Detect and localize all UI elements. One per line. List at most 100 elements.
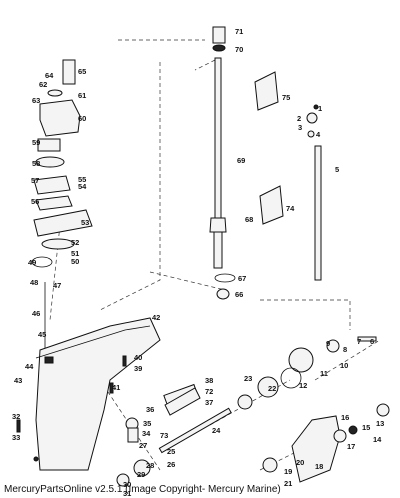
callout: 54 [78,182,87,191]
callout: 35 [143,419,151,428]
callout: 15 [362,423,370,432]
propeller-tab-washer [376,403,390,417]
callout: 53 [81,218,89,227]
gear-housing [33,317,161,471]
callout: 44 [25,362,34,371]
reverse-gear [257,376,279,398]
callout: 69 [237,156,245,165]
callout: 49 [28,258,36,267]
anti-cavitation-plate [35,325,151,359]
callout: 36 [146,405,154,414]
pump-grommet [47,89,63,97]
callout: 5 [335,165,339,174]
callout: 4 [316,130,321,139]
callout: 47 [53,281,61,290]
callout: 75 [282,93,290,102]
callout: 37 [205,398,213,407]
callout: 6 [370,337,374,346]
callout: 65 [78,67,86,76]
callout: 41 [112,383,120,392]
forward-bearing [116,473,130,487]
carrier-bolt [357,336,377,342]
callout: 23 [244,374,252,383]
driveshaft [214,57,222,221]
propeller [291,415,341,483]
gear-housing-screw-44 [33,456,39,462]
callout: 39 [134,364,142,373]
callout: 30 [123,480,131,489]
driveshaft-pinion-gear [209,217,227,233]
image-caption: MercuryPartsOnline v2.5.1 (Image Copyrig… [4,484,281,495]
oil-seal-carrier [41,238,75,250]
clutch-dog [237,394,253,410]
gear-housing-drain-plug [44,356,54,364]
gear-housing-body [35,317,161,471]
callout: 11 [320,369,328,378]
pump-insert [37,138,61,152]
callout: 14 [373,435,382,444]
seal-kit-box-74 [259,185,284,225]
callout: 13 [376,419,384,428]
parts-kits [254,71,284,225]
callout: 67 [238,274,246,283]
callout: 60 [78,114,86,123]
propeller-nut [348,425,358,435]
pump-gasket [35,195,73,211]
driveshaft-bearing-ring [214,273,236,283]
callout: 58 [32,159,40,168]
callout: 55 [78,175,86,184]
trim-tab [164,387,201,416]
trim-tab-assembly [16,355,201,443]
trim-tab-screw-40 [122,355,127,367]
propeller-shaft [158,407,232,454]
callout: 2 [297,114,301,123]
shift-shaft-washer [307,130,315,138]
driveshaft-lower-section [213,231,223,269]
callout: 7 [357,337,361,346]
carrier-o-ring [31,256,53,268]
water-pump-assembly [31,59,93,350]
callout: 1 [318,104,322,113]
callout: 56 [31,197,39,206]
callout: 8 [343,345,347,354]
driveshaft-assembly [209,26,236,300]
callout: 73 [160,431,168,440]
callout: 66 [235,290,243,299]
callout: 74 [286,204,295,213]
callout: 31 [123,489,131,498]
callout-labels: 1 2 3 4 5 6 7 8 9 10 11 12 13 14 15 16 1… [12,27,384,498]
callout: 45 [38,330,46,339]
callout: 57 [31,176,39,185]
trim-tab-screw-41 [109,382,114,394]
rear-thrust-hub [262,457,278,473]
callout: 40 [134,353,142,362]
driveshaft-seal [212,44,226,52]
callout: 12 [299,381,307,390]
callout: 71 [235,27,243,36]
callout: 64 [45,71,54,80]
callout: 42 [152,313,160,322]
callout: 20 [296,458,304,467]
carrier-o-ring-11 [280,367,302,389]
callout: 62 [39,80,47,89]
callout: 33 [12,433,20,442]
water-pump-body [39,99,81,137]
callout: 32 [12,412,20,421]
anode [127,427,139,443]
callout: 29 [137,470,145,479]
callout: 10 [340,361,348,370]
callout: 26 [167,460,175,469]
callout: 19 [284,467,292,476]
water-tube-coupling [62,59,76,85]
callout: 38 [205,376,213,385]
callout: 72 [205,387,213,396]
callout: 51 [71,249,79,258]
callout: 25 [167,447,175,456]
pump-face-plate [33,175,71,195]
pump-base [33,209,93,237]
trim-tab-bolt-32 [16,419,21,433]
callout: 43 [14,376,22,385]
seal-kit-box-75 [254,71,279,111]
pump-impeller [35,156,65,168]
